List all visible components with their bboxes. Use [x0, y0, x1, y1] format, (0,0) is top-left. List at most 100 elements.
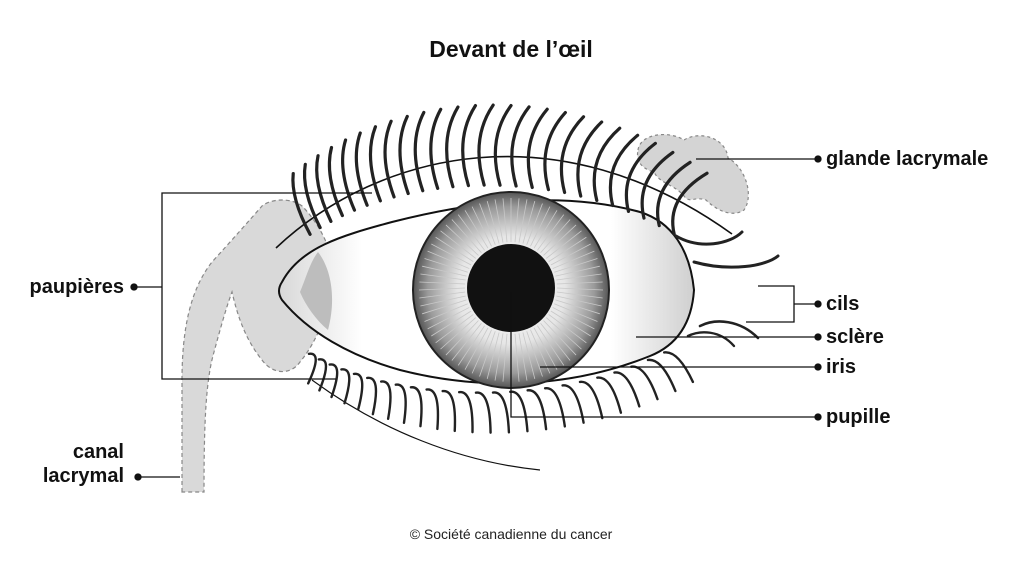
iris-fiber [494, 199, 504, 243]
iris-fiber [502, 333, 508, 382]
iris-fiber [552, 307, 595, 330]
iris-fiber [464, 327, 489, 370]
eyelash [383, 119, 396, 199]
eyelash [457, 390, 474, 434]
iris-fiber [419, 281, 466, 285]
eyelash [640, 150, 675, 220]
label-glande-lacrymale: glande lacrymale [826, 148, 989, 170]
iris-fiber [554, 303, 598, 322]
iris-fiber [424, 258, 468, 273]
eyelash [671, 171, 709, 236]
eyelash [341, 138, 357, 212]
eyelash [526, 107, 549, 190]
leader-dot-paupieres [130, 283, 138, 291]
label-paupieres: paupières [29, 276, 124, 298]
iris-fiber [518, 199, 528, 243]
label-pupille: pupille [826, 406, 891, 428]
eyelash [543, 387, 567, 428]
iris-fiber [556, 281, 603, 285]
iris-fiber [424, 303, 468, 322]
eyelash [365, 376, 378, 416]
iris-fiber [422, 265, 467, 277]
leader-dot-glande [814, 155, 822, 163]
iris-fiber [479, 331, 496, 377]
iris-fiber [479, 203, 496, 245]
label-canal: canal [72, 441, 124, 463]
iris-fiber [540, 219, 571, 254]
iris-fiber [440, 230, 477, 259]
iris-fiber [556, 295, 602, 307]
eyelash [354, 131, 369, 207]
iris-fiber [445, 224, 479, 256]
eyelash [445, 105, 460, 189]
eyelash [317, 358, 328, 392]
eyelash [327, 145, 344, 218]
leader-dot-sclere [814, 333, 822, 341]
label-iris: iris [826, 356, 857, 378]
iris-fiber [537, 214, 565, 251]
caruncle [300, 252, 333, 330]
iris-fiber [435, 236, 474, 262]
iris-fiber [526, 203, 543, 245]
iris-fiber [548, 236, 587, 262]
iris-fiber [494, 333, 504, 381]
iris-fiber [548, 314, 587, 344]
eyelash [656, 160, 692, 228]
iris-fiber [471, 206, 492, 247]
label-sclere: sclère [826, 326, 884, 348]
upper-eyelashes [291, 103, 709, 236]
eyelash-outer-4 [686, 331, 736, 348]
eyelash [352, 372, 364, 411]
leader-dot-pupille [814, 413, 822, 421]
iris-fiber [418, 287, 466, 291]
iris-fiber [540, 322, 571, 361]
leader-dot-iris [814, 363, 822, 371]
leader-lines [130, 155, 822, 481]
iris-fiber [556, 287, 604, 291]
eyelash [592, 126, 622, 203]
eyelash [474, 391, 492, 434]
iris-fiber [545, 230, 582, 259]
iris-fiber [420, 273, 466, 281]
iris-fiber [457, 214, 485, 251]
leader-dot-canal [134, 473, 142, 481]
iris-fiber [464, 210, 489, 249]
lacrimal-gland [636, 133, 749, 214]
eyelash [461, 104, 478, 188]
iris-fiber [431, 243, 472, 266]
eyelash [328, 363, 339, 399]
leader-pupille [510, 292, 816, 418]
iris-fiber [431, 310, 472, 337]
iris-fiber [555, 299, 600, 315]
eyelash [409, 386, 423, 428]
iris-fiber [435, 314, 474, 344]
eyelash [559, 115, 586, 195]
iris-fiber [543, 320, 577, 356]
eyelash [526, 389, 548, 431]
iris-fiber [419, 291, 466, 299]
iris-fibers [418, 198, 604, 382]
eyelash [662, 351, 695, 384]
eyelash [379, 380, 392, 420]
eyelash [398, 114, 410, 196]
iris-fiber [550, 243, 591, 266]
eyelash [413, 110, 426, 193]
iris-fiber [533, 210, 558, 249]
iris-fiber [556, 291, 603, 299]
iris-fiber [457, 325, 485, 366]
eyelash [510, 105, 531, 188]
eyelash [596, 376, 623, 414]
iris-fiber [514, 198, 520, 243]
eyelash [578, 380, 604, 420]
eyelash [394, 383, 407, 425]
eyelash-outer-2 [674, 230, 744, 246]
eyelash [543, 110, 567, 192]
iris-fiber [533, 327, 558, 370]
iris-fiber [518, 333, 528, 381]
lower-eyelid-fold [311, 379, 541, 471]
eyelash [477, 103, 495, 187]
eyelash-outer-3 [698, 320, 760, 340]
leader-dot-cils [814, 300, 822, 308]
